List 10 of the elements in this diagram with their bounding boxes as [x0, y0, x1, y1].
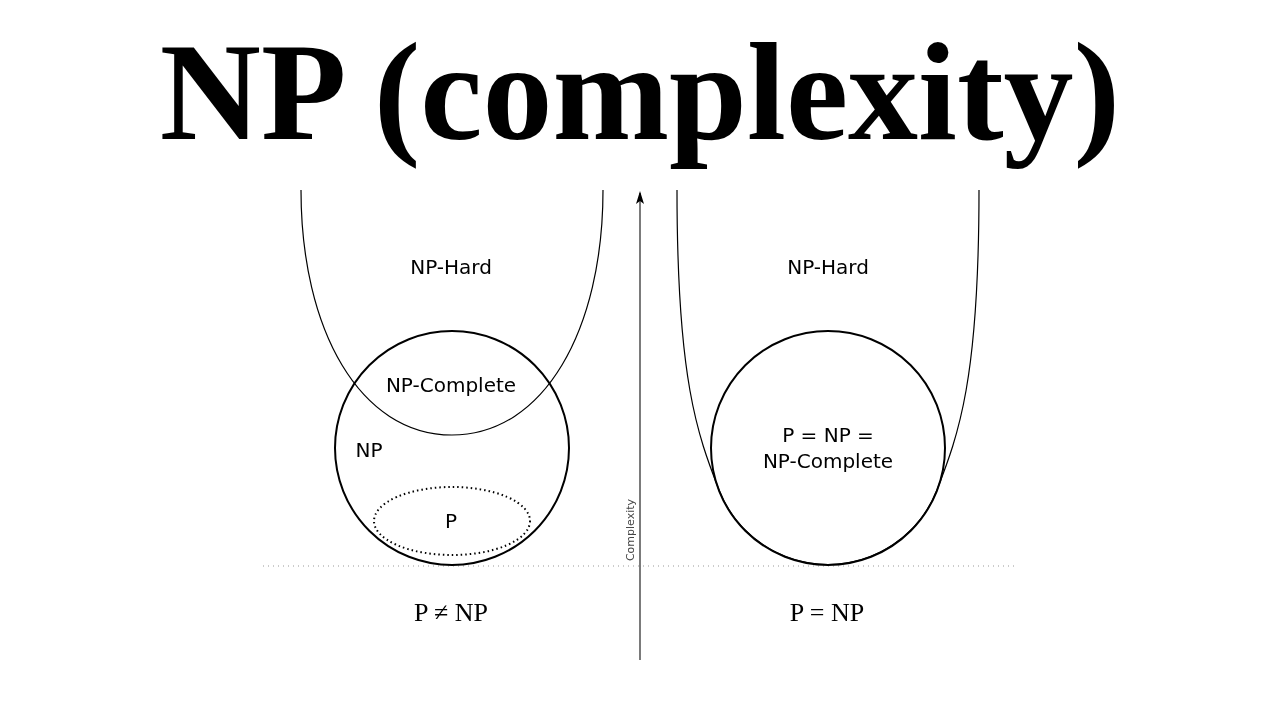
set-label: NP-Complete: [385, 373, 517, 397]
set-label: NP: [355, 437, 383, 463]
panel-caption: P ≠ NP: [414, 597, 488, 629]
panel-caption: P = NP: [789, 597, 865, 629]
set-label: NP-Hard: [410, 254, 492, 280]
axis-label: Complexity: [624, 498, 638, 562]
set-label: P: [444, 508, 458, 534]
set-label: NP-Hard: [787, 254, 869, 280]
set-label: P = NP = NP-Complete: [761, 422, 895, 474]
page-title: NP (complexity): [159, 13, 1121, 171]
